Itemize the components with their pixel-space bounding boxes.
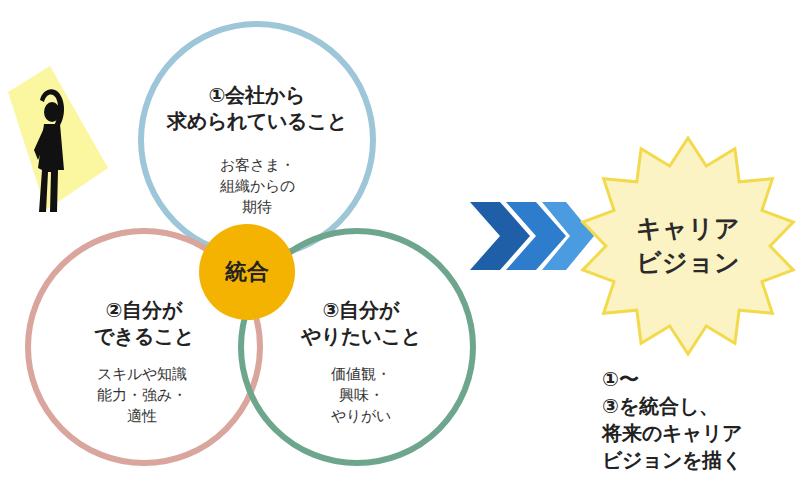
node-label: キャリア ビジョン	[636, 212, 740, 280]
circle-heading: ②自分が できること	[94, 297, 194, 349]
center-circle: 統合	[199, 224, 295, 320]
ring	[141, 24, 373, 256]
top-circle: ①会社から 求められていることお客さま・組織からの 期待	[137, 20, 377, 260]
summary-note: ①〜③を統合し、 将来のキャリア ビジョンを描く	[602, 366, 742, 474]
node-label: 統合	[225, 257, 269, 287]
circle-heading: ①会社から 求められていること	[167, 82, 347, 134]
career-star-outline	[578, 136, 798, 356]
circle-heading: ③自分が やりたいこと	[301, 297, 421, 349]
star	[583, 138, 794, 354]
chevron-arrows	[470, 202, 594, 270]
circle-body: スキルや知識 能力・強み・適性	[97, 364, 187, 427]
career-star: キャリア ビジョン	[578, 136, 798, 356]
circle-body: お客さま・組織からの 期待	[220, 155, 295, 218]
top-circle-outline	[137, 20, 377, 260]
circle-body: 価値観・興味・ やりがい	[331, 364, 391, 427]
disc	[199, 224, 295, 320]
person-silhouette	[34, 89, 64, 212]
